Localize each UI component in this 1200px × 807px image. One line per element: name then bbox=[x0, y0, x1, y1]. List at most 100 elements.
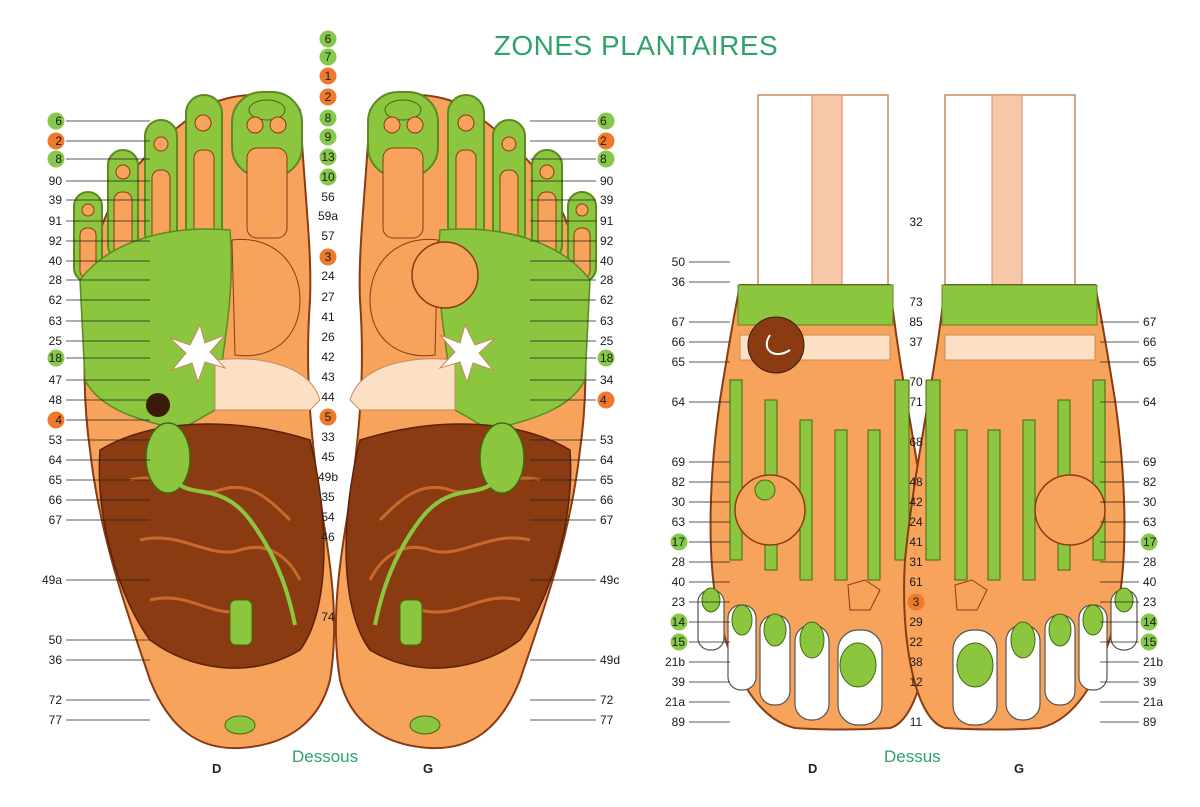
zone-number: 66 bbox=[600, 493, 614, 507]
zone-number: 40 bbox=[600, 254, 614, 268]
zone-number: 53 bbox=[49, 433, 63, 447]
zone-label-39: 39 bbox=[672, 675, 730, 689]
zone-number: 17 bbox=[1143, 535, 1157, 549]
zone-label-7: 7 bbox=[320, 49, 337, 66]
zone-label-21b: 21b bbox=[665, 655, 730, 669]
zone-number: 27 bbox=[321, 290, 335, 304]
zone-number: 66 bbox=[672, 335, 686, 349]
zone-number: 36 bbox=[672, 275, 686, 289]
zone-number: 22 bbox=[909, 635, 923, 649]
zone-number: 66 bbox=[1143, 335, 1157, 349]
zone-number: 62 bbox=[600, 293, 614, 307]
zone-number: 67 bbox=[1143, 315, 1157, 329]
zone-number: 28 bbox=[672, 555, 686, 569]
zone-number: 18 bbox=[49, 351, 63, 365]
zone-number: 85 bbox=[909, 315, 923, 329]
zone-number: 28 bbox=[1143, 555, 1157, 569]
zone-number: 61 bbox=[909, 575, 923, 589]
right-kidney bbox=[146, 423, 190, 493]
zone-number: 50 bbox=[49, 633, 63, 647]
zone-number: 1 bbox=[325, 69, 332, 83]
zone-number: 15 bbox=[672, 635, 686, 649]
zone-number: 69 bbox=[1143, 455, 1157, 469]
zone-label-5: 5 bbox=[320, 409, 337, 426]
zone-number: 3 bbox=[325, 250, 332, 264]
zone-number: 13 bbox=[321, 150, 335, 164]
zone-number: 65 bbox=[1143, 355, 1157, 369]
zone-number: 21b bbox=[1143, 655, 1163, 669]
zone-number: 36 bbox=[49, 653, 63, 667]
zone-number: 77 bbox=[600, 713, 614, 727]
zone-number: 72 bbox=[600, 693, 614, 707]
zone-number: 53 bbox=[600, 433, 614, 447]
zone-number: 91 bbox=[49, 214, 63, 228]
left-kidney bbox=[480, 423, 524, 493]
zone-number: 49b bbox=[318, 470, 338, 484]
side-label-left-top: G bbox=[1014, 761, 1024, 776]
zone-number: 62 bbox=[49, 293, 63, 307]
zone-number: 23 bbox=[672, 595, 686, 609]
zone-number: 14 bbox=[1143, 615, 1157, 629]
zone-number: 43 bbox=[321, 370, 335, 384]
zone-label-8: 8 bbox=[320, 110, 337, 127]
zone-label-24: 24 bbox=[909, 515, 923, 529]
zone-label-2: 2 bbox=[530, 133, 615, 150]
zone-number: 64 bbox=[1143, 395, 1157, 409]
zone-number: 24 bbox=[321, 269, 335, 283]
zone-label-43: 43 bbox=[321, 370, 335, 384]
zone-label-38: 38 bbox=[909, 655, 923, 669]
zone-label-71: 71 bbox=[909, 395, 923, 409]
zone-number: 8 bbox=[55, 152, 62, 166]
zone-label-1: 1 bbox=[320, 68, 337, 85]
zone-label-73: 73 bbox=[909, 295, 923, 309]
zone-number: 26 bbox=[321, 330, 335, 344]
zone-number: 9 bbox=[325, 130, 332, 144]
zone-number: 11 bbox=[910, 715, 923, 729]
zone-number: 3 bbox=[913, 595, 920, 609]
zone-number: 63 bbox=[1143, 515, 1157, 529]
left-foot-sole bbox=[336, 92, 596, 748]
zone-number: 90 bbox=[49, 174, 63, 188]
zone-number: 56 bbox=[321, 190, 335, 204]
zone-label-32: 32 bbox=[909, 215, 923, 229]
zone-label-10: 10 bbox=[320, 169, 337, 186]
zone-number: 77 bbox=[49, 713, 63, 727]
zone-label-2: 2 bbox=[320, 89, 337, 106]
zone-number: 35 bbox=[321, 490, 335, 504]
zone-number: 65 bbox=[600, 473, 614, 487]
zone-label-68: 68 bbox=[909, 435, 923, 449]
zone-label-49d: 49d bbox=[530, 653, 620, 667]
zone-number: 39 bbox=[600, 193, 614, 207]
zone-label-67: 67 bbox=[1100, 315, 1157, 329]
zone-number: 74 bbox=[321, 610, 335, 624]
zone-label-48: 48 bbox=[909, 475, 923, 489]
zone-number: 34 bbox=[600, 373, 614, 387]
zone-number: 68 bbox=[909, 435, 923, 449]
zone-number: 10 bbox=[321, 170, 335, 184]
zone-number: 82 bbox=[672, 475, 686, 489]
zone-number: 63 bbox=[49, 314, 63, 328]
zone-label-13: 13 bbox=[320, 149, 337, 166]
zone-number: 67 bbox=[672, 315, 686, 329]
zone-number: 30 bbox=[1143, 495, 1157, 509]
zone-number: 59a bbox=[318, 209, 338, 223]
zone-number: 2 bbox=[55, 134, 62, 148]
zone-number: 25 bbox=[600, 334, 614, 348]
zone-number: 90 bbox=[600, 174, 614, 188]
zone-number: 63 bbox=[672, 515, 686, 529]
zone-number: 71 bbox=[909, 395, 923, 409]
zone-label-31: 31 bbox=[909, 555, 923, 569]
zone-label-66: 66 bbox=[672, 335, 730, 349]
zone-label-65: 65 bbox=[672, 355, 730, 369]
zone-number: 30 bbox=[672, 495, 686, 509]
zone-label-29: 29 bbox=[909, 615, 923, 629]
zone-number: 50 bbox=[672, 255, 686, 269]
zone-number: 28 bbox=[49, 273, 63, 287]
zone-number: 17 bbox=[672, 535, 686, 549]
zone-number: 69 bbox=[672, 455, 686, 469]
side-label-left-sole: G bbox=[423, 761, 433, 776]
zone-label-77: 77 bbox=[49, 713, 150, 727]
zone-label-56: 56 bbox=[321, 190, 335, 204]
zone-label-54: 54 bbox=[321, 510, 335, 524]
